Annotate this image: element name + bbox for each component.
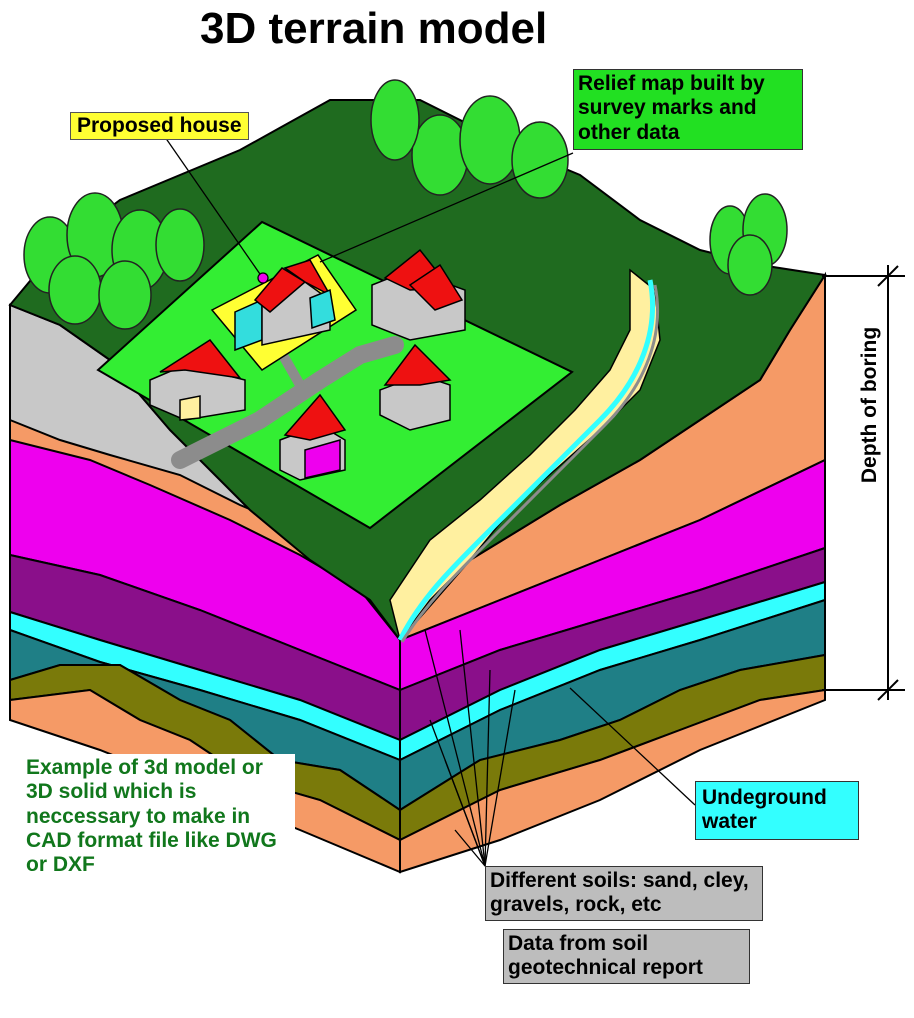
houses (149, 248, 466, 481)
river-gravel (400, 284, 660, 643)
diagram-title: 3D terrain model (200, 4, 548, 53)
proposed-house (234, 259, 336, 352)
right-face-strata (399, 271, 826, 874)
trees (23, 79, 788, 330)
proposed-house-marker (257, 272, 269, 284)
depth-dimension (822, 265, 905, 701)
proposed-house-pointer (164, 136, 263, 278)
pointer-lines (164, 136, 696, 867)
house (371, 248, 466, 341)
depth-of-boring-label: Depth of boring (858, 326, 881, 484)
relief-map-label: Relief map built by survey marks and oth… (573, 69, 803, 151)
example-note: Example of 3d model or 3D solid which is… (22, 754, 295, 880)
road (171, 336, 404, 469)
soil-report-label: Data from soil geotechnical report (503, 929, 750, 984)
different-soils-label: Different soils: sand, cley, gravels, ro… (485, 866, 763, 921)
soil-pointer (484, 689, 516, 867)
relief-map-pointer (319, 152, 574, 263)
house (379, 343, 452, 431)
tree (411, 114, 469, 196)
tree (98, 260, 152, 330)
house (279, 393, 347, 481)
tree (459, 95, 521, 185)
soil-pointer (444, 759, 486, 867)
river-bank (389, 268, 661, 642)
house (149, 339, 246, 421)
soil-pointer (484, 669, 491, 867)
underground-water-label: Undeground water (695, 781, 859, 840)
proposed-house-label: Proposed house (70, 112, 249, 141)
soil-pointer (424, 629, 486, 867)
tree (511, 121, 569, 199)
soil-pointer (459, 629, 486, 867)
tree (370, 79, 420, 161)
tree (48, 255, 102, 325)
river-water (397, 279, 656, 642)
tree (155, 208, 205, 282)
tree (727, 234, 773, 296)
soil-pointer (454, 829, 486, 867)
water-pointer (569, 687, 696, 806)
